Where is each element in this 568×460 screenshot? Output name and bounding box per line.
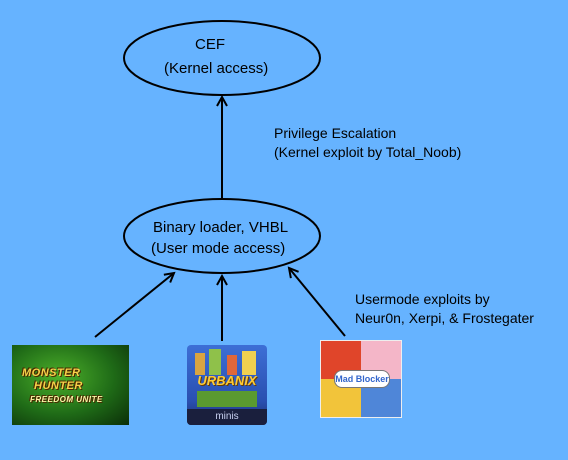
monster-hunter-logo-line3: FREEDOM UNITE [30, 395, 103, 404]
privilege-escalation-label: Privilege Escalation [274, 125, 396, 141]
urbanix-title: URBANIX [197, 373, 257, 388]
kernel-exploit-credit-label: (Kernel exploit by Total_Noob) [274, 144, 461, 160]
loader-node-subtitle: (User mode access) [151, 240, 285, 257]
cef-node: CEF (Kernel access) [123, 20, 321, 96]
usermode-exploits-label: Usermode exploits by [355, 291, 490, 307]
monster-hunter-arrow [94, 273, 174, 338]
mad-blocker-thumbnail: Mad Blocker [320, 340, 402, 418]
usermode-exploits-credit-label: Neur0n, Xerpi, & Frostegater [355, 310, 534, 326]
building-icon [227, 355, 237, 375]
loader-node-title: Binary loader, VHBL [153, 219, 288, 236]
monster-hunter-logo-line2: HUNTER [34, 380, 83, 392]
building-icon [242, 351, 256, 375]
urbanix-thumbnail: URBANIX minis [187, 345, 267, 425]
minis-label: minis [187, 409, 267, 425]
mad-blocker-arrow [289, 268, 346, 337]
building-icon [195, 353, 205, 375]
monster-hunter-thumbnail: MONSTER HUNTER FREEDOM UNITE [12, 345, 129, 425]
cef-node-subtitle: (Kernel access) [164, 60, 268, 77]
building-icon [209, 349, 221, 375]
cef-node-title: CEF [195, 36, 225, 53]
ground-icon [197, 391, 257, 407]
loader-node: Binary loader, VHBL (User mode access) [123, 198, 321, 274]
mad-blocker-title: Mad Blocker [334, 370, 390, 388]
loader-node-ellipse [123, 198, 321, 274]
monster-hunter-logo-line1: MONSTER [22, 367, 81, 379]
cef-node-ellipse [123, 20, 321, 96]
